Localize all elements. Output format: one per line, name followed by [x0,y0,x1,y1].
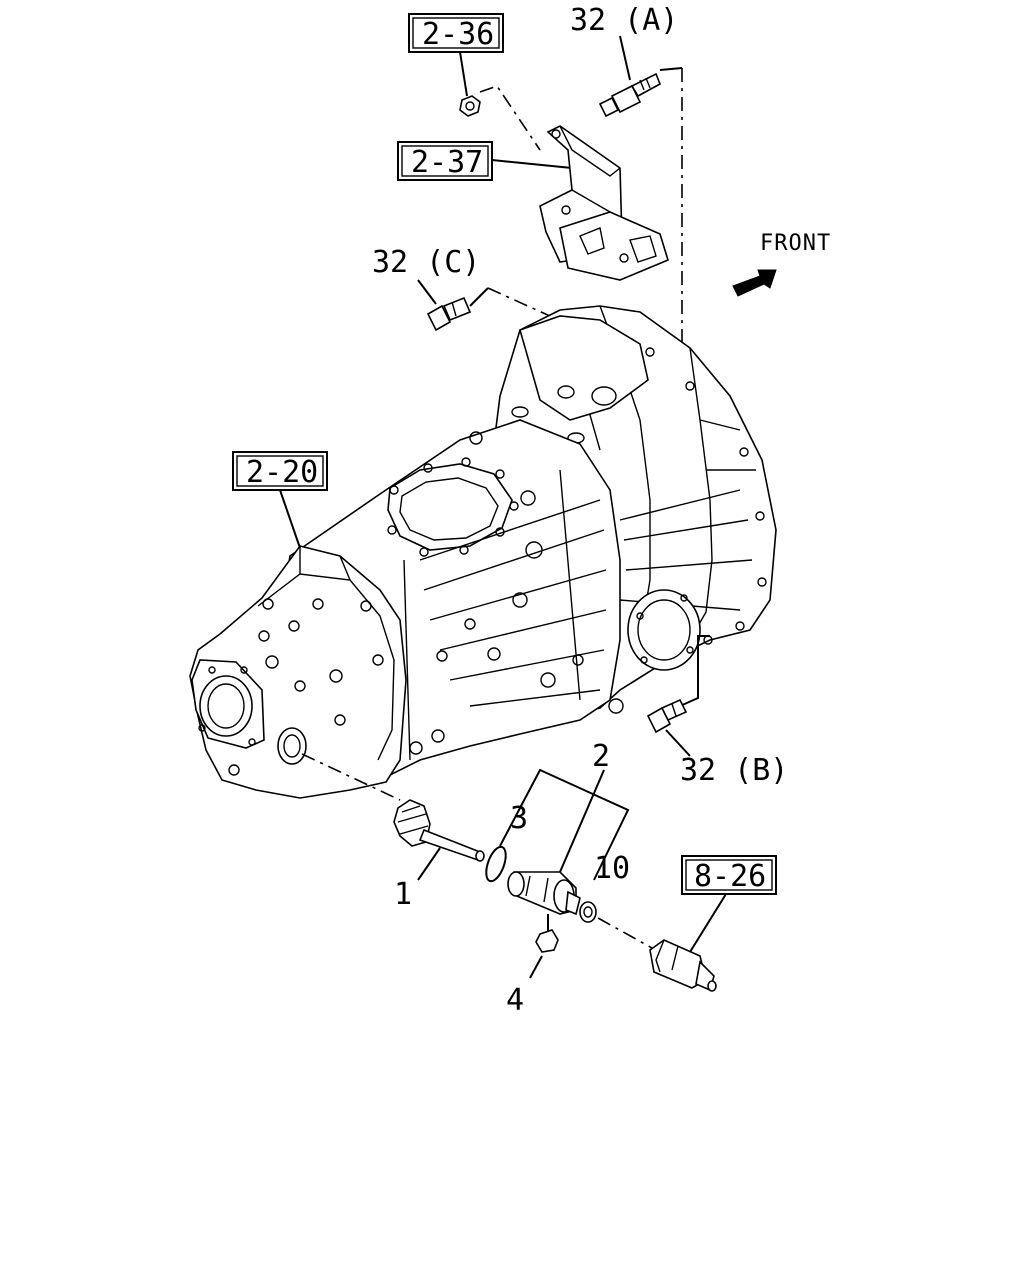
transmission-assembly [189,305,777,799]
bolt-32b [646,698,688,734]
driven-gear-1 [393,799,485,862]
callout-32c: 32 (C) [372,245,480,280]
nut-2-36 [459,95,481,117]
seal-10 [579,901,597,923]
bolt-4 [535,914,559,953]
bolt-32a [598,72,662,118]
callout-3: 3 [510,801,528,836]
callout-32a: 32 (A) [570,3,678,38]
o-ring-3 [485,845,507,883]
reference-box-2-36[interactable]: 2-36 [408,13,504,53]
speed-sensor [649,939,717,992]
callout-2: 2 [592,739,610,774]
front-arrow-icon [732,269,777,297]
mounting-bracket [539,125,669,281]
callout-10: 10 [594,851,630,886]
reference-box-2-20[interactable]: 2-20 [232,451,328,491]
front-label: FRONT [760,231,831,256]
bolt-32c [426,296,472,332]
reference-box-8-26[interactable]: 8-26 [681,855,777,895]
sleeve-2 [507,871,581,916]
reference-2-20-label: 2-20 [246,455,318,490]
callout-32b: 32 (B) [680,753,788,788]
reference-box-2-37[interactable]: 2-37 [397,141,493,181]
reference-8-26-label: 8-26 [694,859,766,894]
callout-4: 4 [506,983,524,1018]
callout-1: 1 [394,877,412,912]
reference-2-36-label: 2-36 [422,17,494,52]
reference-2-37-label: 2-37 [411,145,483,180]
